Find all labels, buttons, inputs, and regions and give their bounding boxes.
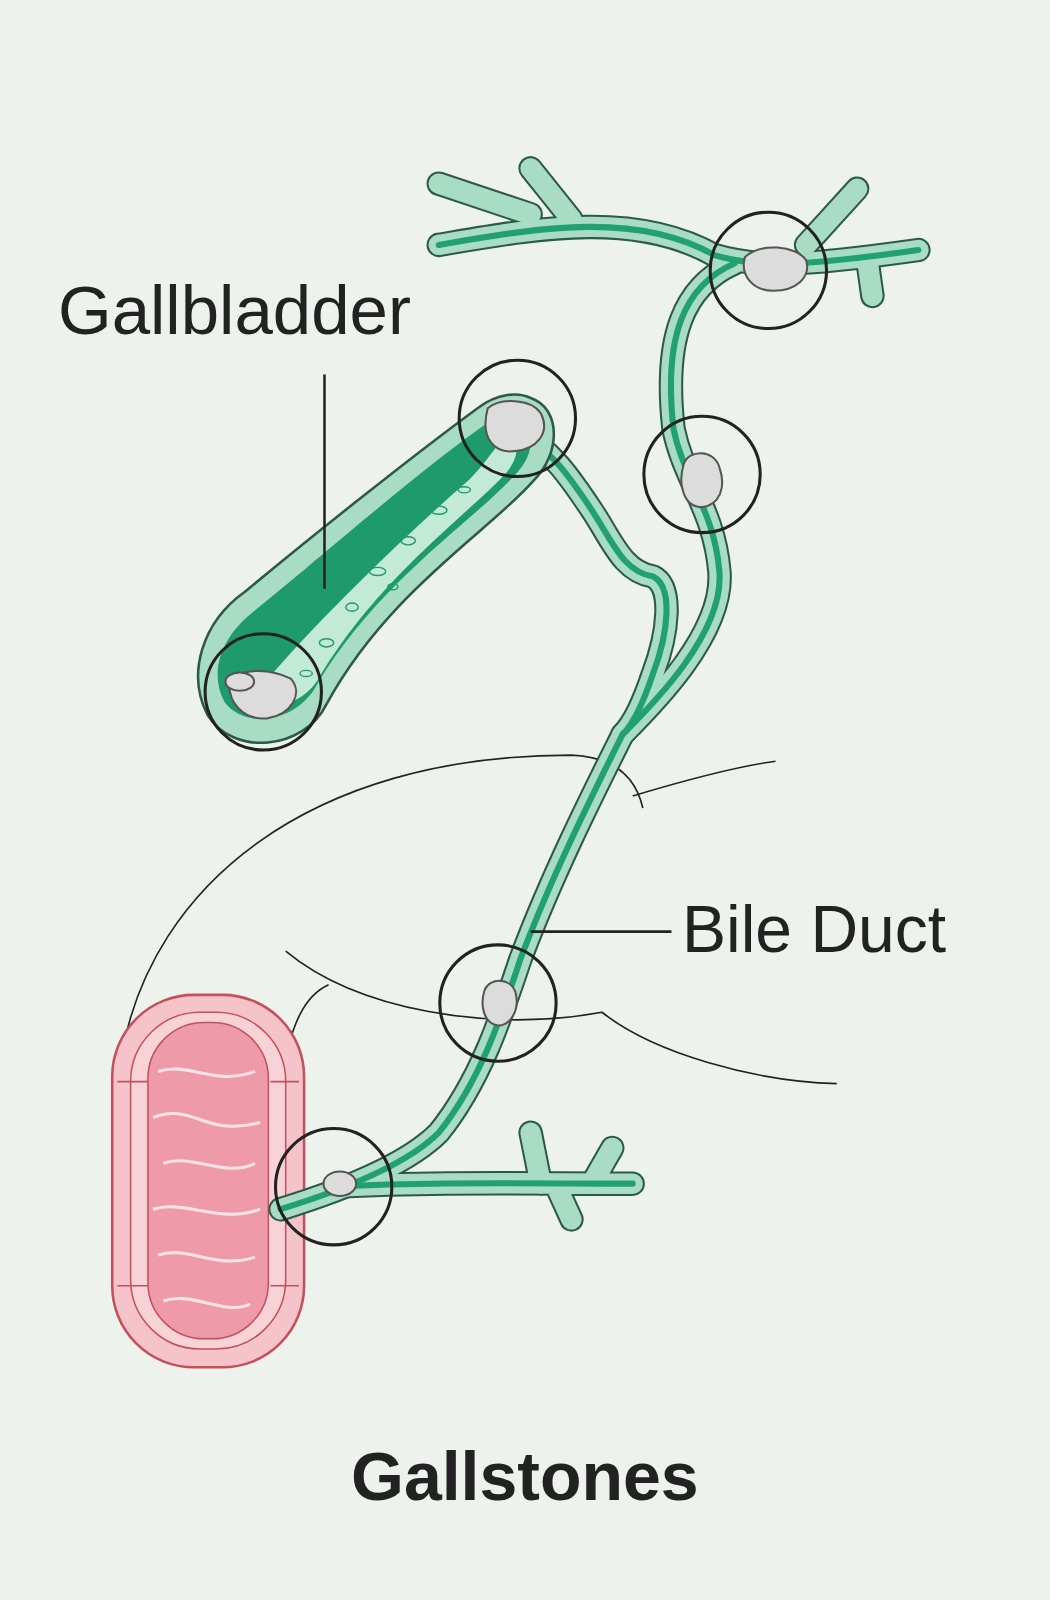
callout-circle — [205, 212, 826, 1245]
leader-line — [324, 374, 671, 931]
gallbladder — [198, 394, 554, 742]
part-label: Gallbladder — [58, 270, 411, 353]
part-label: Bile Duct — [682, 890, 946, 969]
diagram-title: Gallstones — [351, 1436, 699, 1518]
